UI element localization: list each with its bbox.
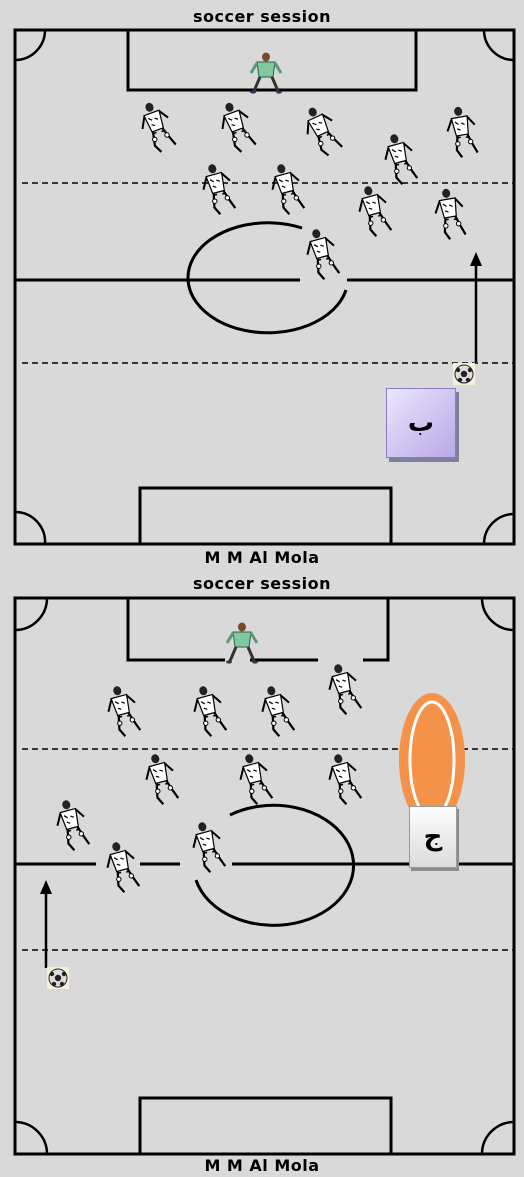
panel2-label-box: ج: [409, 806, 457, 868]
soccer-ball-icon: [47, 967, 69, 989]
panel2-footer: M M Al Mola: [0, 1156, 524, 1175]
panel2-pitch-boundary: [15, 598, 514, 1154]
